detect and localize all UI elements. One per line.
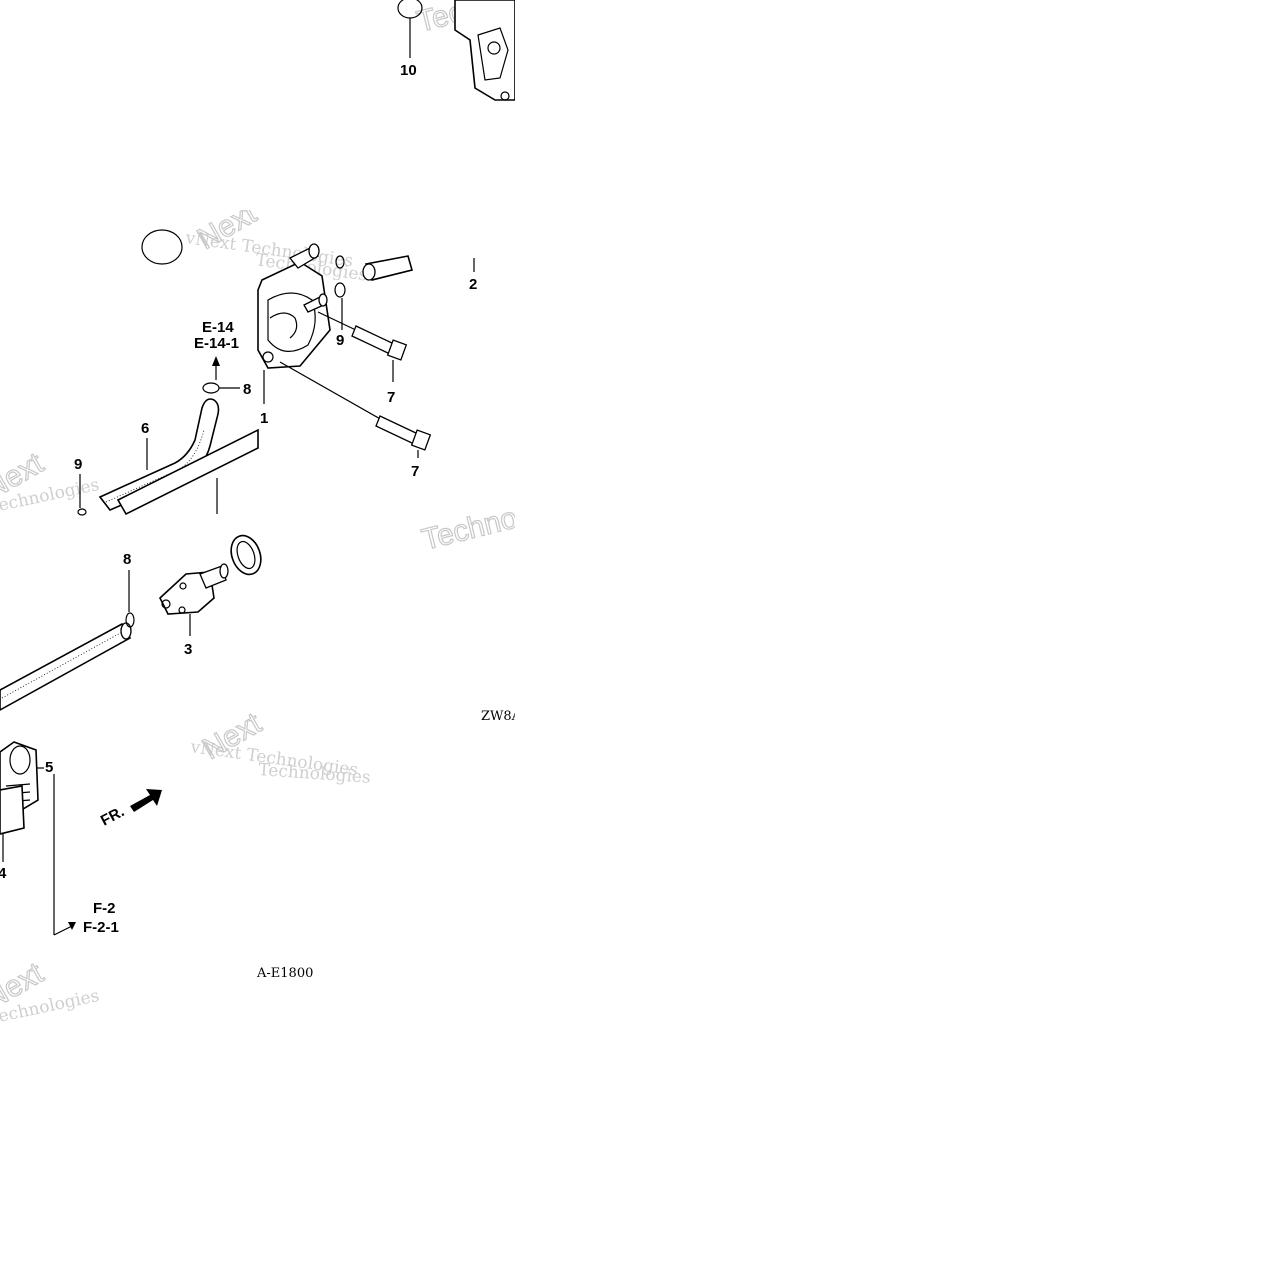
o-ring [141, 229, 183, 265]
water-hose [0, 622, 132, 711]
clamp-9 [334, 282, 346, 298]
part-4 [0, 785, 25, 835]
callout-1: 1 [260, 410, 268, 427]
ref-lower-2: F-2-1 [83, 919, 119, 936]
callout-9: 9 [336, 332, 344, 349]
direction-label: FR. [98, 803, 127, 829]
callout-8: 8 [123, 551, 131, 568]
hose-assembly [77, 229, 259, 516]
callouts: 10 2 9 7 8 1 6 9 7 8 3 5 4 [0, 62, 477, 882]
arrow-icon [130, 789, 162, 812]
callout-7: 7 [387, 389, 395, 406]
callout-8: 8 [243, 381, 251, 398]
part-3 [159, 571, 215, 615]
ref-upper-2: E-14-1 [194, 335, 239, 352]
callout-5: 5 [45, 759, 53, 776]
reference-labels: E-14 E-14-1 F-2 F-2-1 [83, 319, 239, 936]
bolt-7 [351, 325, 395, 355]
bolt-7 [375, 415, 419, 445]
cover-assembly [257, 243, 475, 458]
ref-upper-1: E-14 [202, 319, 234, 336]
diagram-code-left: A-E1800 [256, 966, 313, 981]
clamp-8 [202, 382, 220, 394]
callout-7: 7 [411, 463, 419, 480]
diagram-code-right: ZW8A [481, 709, 522, 724]
ref-lower-1: F-2 [93, 900, 116, 917]
pipe [116, 428, 259, 516]
callout-6: 6 [141, 420, 149, 437]
callout-10: 10 [400, 62, 417, 79]
callout-2: 2 [469, 276, 477, 293]
clamp-8 [125, 612, 135, 628]
lower-assembly [0, 534, 262, 936]
callout-9: 9 [74, 456, 82, 473]
callout-3: 3 [184, 641, 192, 658]
cover-1 [257, 261, 331, 369]
callout-4: 4 [0, 865, 7, 882]
front-direction-arrow: FR. [98, 789, 162, 830]
gasket [230, 534, 262, 576]
housing-body [454, 0, 516, 101]
